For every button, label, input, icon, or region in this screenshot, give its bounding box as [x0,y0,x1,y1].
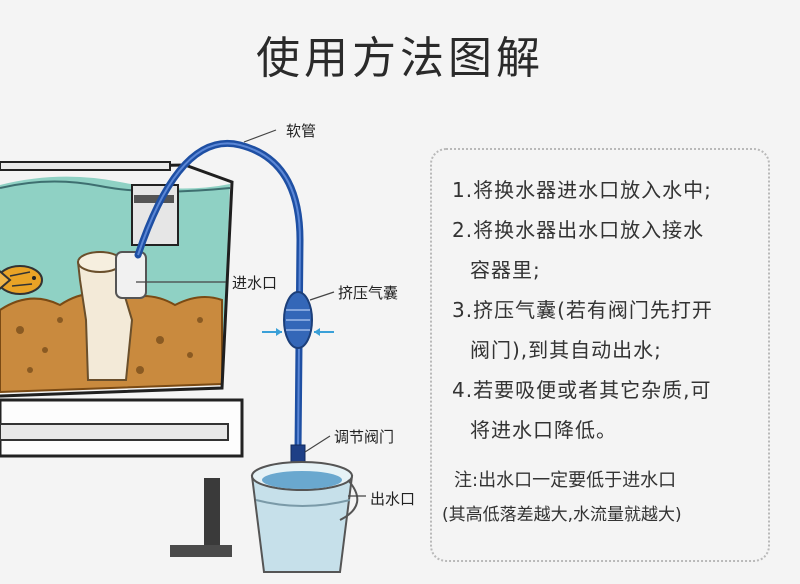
instructions-box: 1.将换水器进水口放入水中; 2.将换水器出水口放入接水 容器里; 3.挤压气囊… [430,148,770,562]
label-hose: 软管 [286,122,317,140]
step-3-cont: 阀门),到其自动出水; [470,338,662,362]
fish [0,265,43,295]
label-outlet: 出水口 [370,490,416,508]
label-inlet: 进水口 [232,274,278,292]
step-4: 4.若要吸便或者其它杂质,可 [452,378,712,402]
label-bulb: 挤压气囊 [338,284,399,302]
step-4-cont: 将进水口降低。 [470,418,617,442]
intake-tube [115,251,147,299]
stand-foot [170,545,232,557]
step-1: 1.将换水器进水口放入水中; [452,178,712,202]
step-3: 3.挤压气囊(若有阀门先打开 [452,298,713,322]
note-line1: 注:出水口一定要低于进水口 [454,470,677,491]
stand-leg [204,478,220,550]
note-line2: (其高低落差越大,水流量就越大) [442,505,682,525]
step-2: 2.将换水器出水口放入接水 [452,218,705,242]
step-2-cont: 容器里; [470,258,541,282]
stand-band [0,423,229,441]
page-title: 使用方法图解 [256,33,544,84]
label-valve: 调节阀门 [334,428,395,446]
